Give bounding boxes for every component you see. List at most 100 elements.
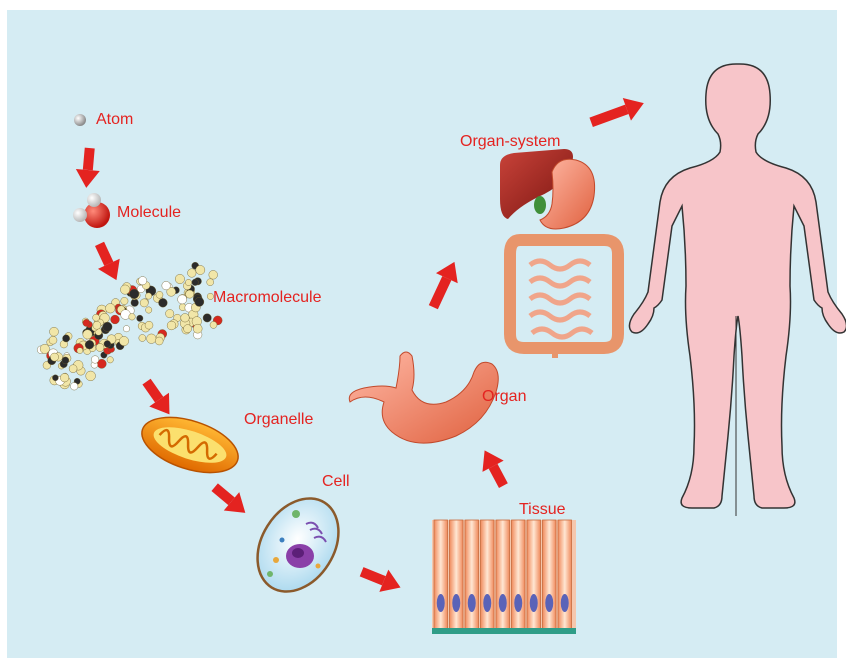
arrow-tissue-organ [474,445,514,492]
tissue-cell-column [481,520,495,630]
tissue-nucleus [468,594,476,612]
macromolecule-bead [119,336,128,345]
organ-system-icon [500,149,618,358]
macromolecule-icon [37,262,222,390]
macromolecule-bead [145,293,151,299]
macromolecule-bead [107,357,113,363]
macromolecule-bead [138,277,146,285]
label-cell: Cell [322,473,350,491]
cell-icon [241,484,355,607]
macromolecule-bead [50,327,59,336]
tissue-nucleus [452,594,460,612]
organelle-icon [135,407,245,484]
tissue-cell-column [434,520,448,630]
tissue-cell-column [543,520,557,630]
arrow-atom-molecule [74,147,101,189]
macromolecule-bead [70,383,78,391]
tissue-basement-membrane [432,628,576,634]
label-organ: Organ [482,388,526,406]
macromolecule-bead [181,314,190,323]
macromolecule-bead [193,324,202,333]
macromolecule-bead [62,357,69,364]
macromolecule-bead [192,279,199,286]
molecule-icon [73,193,110,228]
macromolecule-bead [77,348,83,354]
arrow-molecule-macromolecule [89,239,128,285]
arrow-organelle-cell [207,478,253,522]
macromolecule-bead [159,298,168,307]
macromolecule-bead [203,314,211,322]
tissue-nucleus [545,594,553,612]
arrow-organ-organsystem [422,257,465,312]
tissue-cell-column [496,520,510,630]
macromolecule-bead [185,279,191,285]
arrow-cell-tissue [357,561,405,599]
macromolecule-bead [146,307,152,313]
label-organelle: Organelle [244,411,313,429]
macromolecule-bead [106,304,116,314]
tissue-nucleus [561,594,569,612]
macromolecule-bead [210,321,217,328]
macromolecule-bead [184,325,192,333]
macromolecule-bead [103,322,112,331]
macromolecule-bead [209,270,218,279]
macromolecule-bead [195,297,204,306]
macromolecule-bead [207,279,214,286]
label-molecule: Molecule [117,204,181,222]
macromolecule-bead [83,319,90,326]
macromolecule-bead [96,344,104,352]
macromolecule-bead [86,371,96,381]
macromolecule-bead [93,321,101,329]
macromolecule-bead [120,285,129,294]
macromolecule-bead [83,330,92,339]
atom-icon [74,114,86,126]
macromolecule-bead [175,274,184,283]
macromolecule-bead [104,341,111,348]
macromolecule-bead [145,321,153,329]
tissue-nucleus [437,594,445,612]
macromolecule-bead [196,265,205,274]
arrow-macromolecule-organelle [137,375,180,422]
macromolecule-bead [162,281,171,290]
macromolecule-bead [129,314,136,321]
macromolecule-bead [137,315,143,321]
macromolecule-bead [139,335,146,342]
macromolecule-bead [91,356,99,364]
human-body-icon [629,64,846,516]
tissue-cell-column [450,520,464,630]
macromolecule-bead [49,336,57,344]
macromolecule-bead [167,321,176,330]
tissue-cell-column [512,520,526,630]
macromolecule-bead [129,289,139,299]
label-macromolecule: Macromolecule [213,289,321,307]
organ-icon [349,352,498,443]
tissue-cell-column [527,520,541,630]
macromolecule-bead [52,375,58,381]
macromolecule-bead [85,340,94,349]
macromolecule-bead [93,314,100,321]
macromolecule-bead [69,365,77,373]
label-organ-system: Organ-system [460,133,560,151]
macromolecule-bead [155,337,163,345]
macromolecule-bead [50,353,58,361]
macromolecule-bead [156,291,163,298]
macromolecule-bead [178,295,187,304]
label-tissue: Tissue [519,501,566,519]
macromolecule-bead [186,290,194,298]
macromolecule-bead [111,315,120,324]
tissue-cell-column [465,520,479,630]
tissue-nucleus [514,594,522,612]
macromolecule-bead [188,269,197,278]
macromolecule-bead [40,344,49,353]
macromolecule-bead [123,326,129,332]
tissue-icon [432,520,576,634]
macromolecule-bead [166,309,174,317]
label-atom: Atom [96,111,133,129]
tissue-cell-column [558,520,572,630]
macromolecule-bead [140,299,148,307]
macromolecule-bead [63,335,70,342]
macromolecule-bead [121,297,128,304]
arrow-organsystem-organism [587,92,648,134]
